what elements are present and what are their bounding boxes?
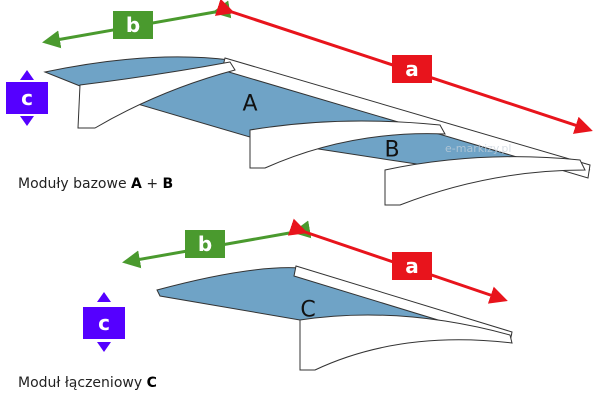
- label-a-bottom: a: [405, 254, 419, 278]
- caption-base-plus: +: [146, 176, 159, 192]
- label-a-box-bottom: [392, 252, 432, 280]
- label-b-top: b: [126, 13, 140, 37]
- panel-label-b: B: [384, 138, 399, 163]
- label-b-bottom: b: [198, 232, 212, 256]
- bracket-c: [299, 314, 513, 371]
- watermark: e-markizy.pl: [445, 142, 511, 155]
- caption-base-modules: Moduły bazowe A + B: [18, 176, 173, 192]
- caption-connector-text: Moduł łączeniowy: [18, 375, 143, 391]
- panel-label-a: A: [242, 92, 257, 117]
- label-c-bottom: c: [98, 311, 110, 335]
- connector-module-drawing: C: [156, 265, 513, 371]
- dimension-c-arrow-bottom: c: [83, 292, 125, 352]
- caption-base-b: B: [162, 176, 174, 192]
- caption-connector-c: C: [146, 375, 157, 391]
- caption-base-a: A: [131, 176, 142, 192]
- label-a-box-top: [392, 55, 432, 83]
- dimension-c-arrow-top: c: [6, 70, 48, 126]
- label-b-box-top: [113, 11, 153, 39]
- caption-connector-module: Moduł łączeniowy C: [18, 375, 157, 391]
- label-b-box-bottom: [185, 230, 225, 258]
- caption-base-text: Moduły bazowe: [18, 176, 127, 192]
- label-c-top: c: [21, 86, 33, 110]
- bracket-right: [384, 156, 586, 206]
- label-a-top: a: [405, 57, 419, 81]
- panel-label-c: C: [300, 298, 315, 323]
